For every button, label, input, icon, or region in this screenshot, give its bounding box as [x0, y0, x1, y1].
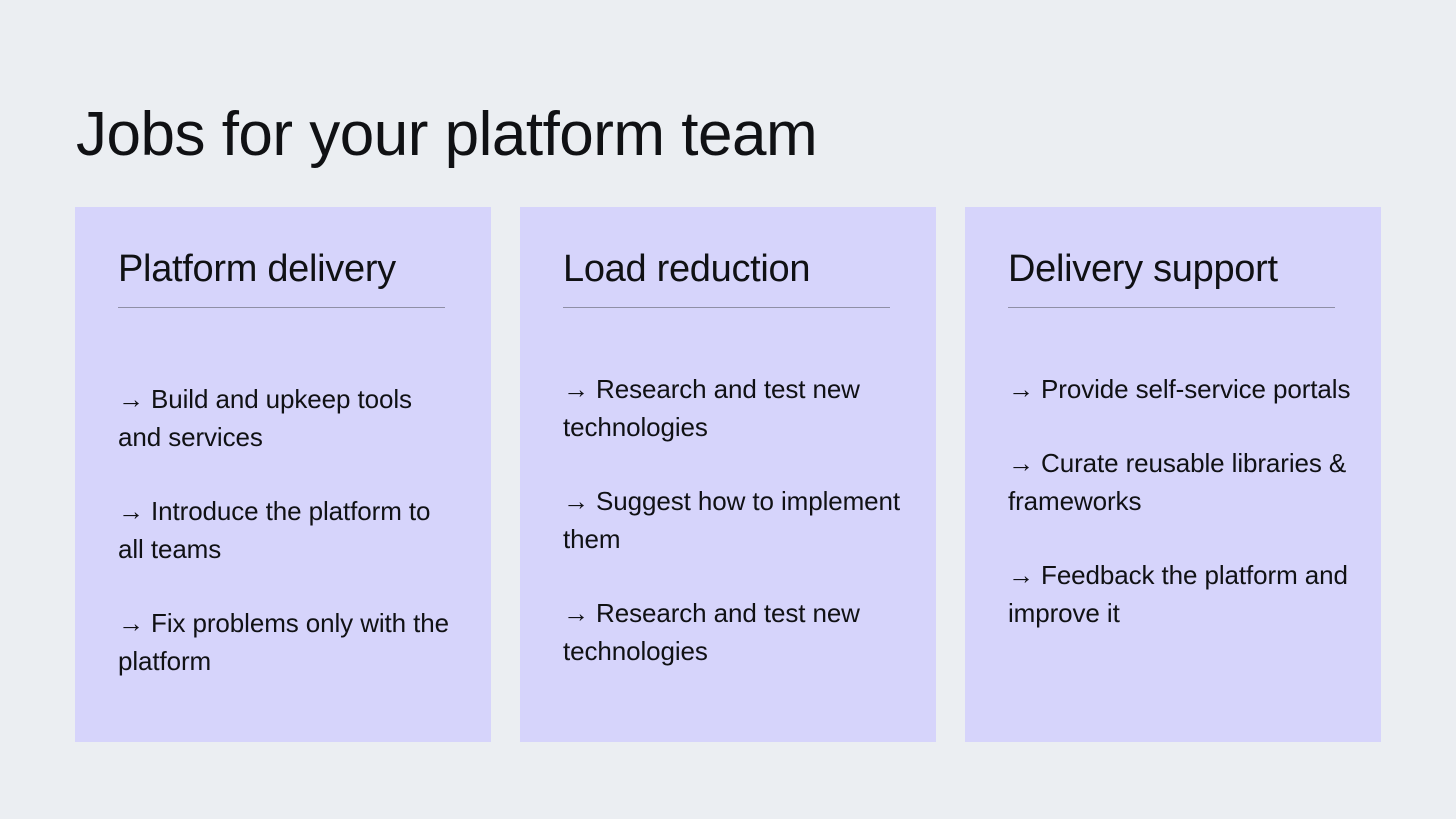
list-item-label: Fix problems only with the platform	[118, 608, 449, 677]
arrow-right-icon: →	[1008, 448, 1042, 479]
list-item: → Research and test new technologies	[563, 370, 906, 446]
list-item-label: Provide self-service portals	[1041, 374, 1351, 405]
arrow-right-icon: →	[1008, 560, 1042, 591]
arrow-right-icon: →	[563, 374, 597, 405]
list-item-label: Research and test new technologies	[563, 374, 860, 443]
list-item: → Fix problems only with the platform	[118, 604, 461, 680]
card-title: Platform delivery	[118, 248, 396, 290]
list-item: → Build and upkeep tools and services	[118, 380, 461, 456]
list-item: → Provide self-service portals	[1008, 370, 1351, 408]
card-title: Load reduction	[563, 248, 811, 290]
card-item-list: → Provide self-service portals → Curate …	[1008, 370, 1351, 632]
arrow-right-icon: →	[118, 496, 152, 527]
card-load-reduction[interactable]: Load reduction → Research and test new t…	[520, 207, 936, 742]
card-title: Delivery support	[1008, 248, 1278, 290]
list-item-label: Curate reusable libraries & frameworks	[1008, 448, 1347, 517]
list-item-label: Feedback the platform and improve it	[1008, 560, 1348, 629]
card-delivery-support[interactable]: Delivery support → Provide self-service …	[965, 207, 1381, 742]
arrow-right-icon: →	[563, 486, 597, 517]
arrow-right-icon: →	[1008, 374, 1042, 405]
arrow-right-icon: →	[563, 598, 597, 629]
list-item-label: Introduce the platform to all teams	[118, 496, 431, 565]
card-item-list: → Build and upkeep tools and services → …	[118, 380, 461, 680]
list-item: → Suggest how to implement them	[563, 482, 906, 558]
list-item-label: Build and upkeep tools and services	[118, 384, 412, 453]
list-item: → Feedback the platform and improve it	[1008, 556, 1351, 632]
page-title: Jobs for your platform team	[76, 99, 818, 169]
card-title-divider	[1008, 307, 1335, 309]
card-title-divider	[118, 307, 445, 309]
list-item-label: Research and test new technologies	[563, 598, 860, 667]
card-item-list: → Research and test new technologies → S…	[563, 370, 906, 670]
cards-row: Platform delivery → Build and upkeep too…	[75, 207, 1381, 742]
list-item: → Introduce the platform to all teams	[118, 492, 461, 568]
list-item-label: Suggest how to implement them	[563, 486, 901, 555]
card-platform-delivery[interactable]: Platform delivery → Build and upkeep too…	[75, 207, 491, 742]
arrow-right-icon: →	[118, 608, 152, 639]
arrow-right-icon: →	[118, 384, 152, 415]
card-title-divider	[563, 307, 890, 309]
list-item: → Research and test new technologies	[563, 594, 906, 670]
list-item: → Curate reusable libraries & frameworks	[1008, 444, 1351, 520]
